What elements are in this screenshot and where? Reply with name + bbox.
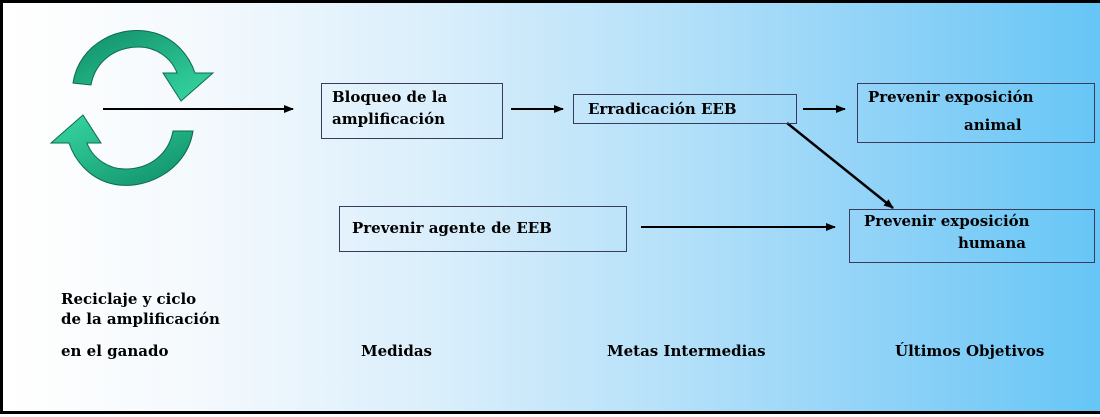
arrow-erradicacion-to-humana <box>786 122 894 209</box>
box-prevenir-humana-line2: humana <box>958 234 1027 252</box>
box-prevenir-exposicion-humana: Prevenir exposición humana <box>849 209 1095 263</box>
diagram-connectors <box>49 29 894 231</box>
caption-reciclaje: Reciclaje y ciclo de la amplificación en… <box>61 289 220 361</box>
caption-reciclaje-line2: de la amplificación <box>61 310 220 328</box>
caption-ultimos-objetivos: Últimos Objetivos <box>895 342 1045 360</box>
recycle-circular-arrows-icon <box>49 29 215 186</box>
box-prevenir-animal-line2: animal <box>964 116 1022 134</box>
box-bloqueo-line1: Bloqueo de la <box>332 88 448 106</box>
box-bloqueo-amplificacion: Bloqueo de la amplificación <box>321 83 503 139</box>
box-prevenir-exposicion-animal: Prevenir exposición animal <box>857 83 1095 143</box>
caption-medidas: Medidas <box>361 342 432 360</box>
box-bloqueo-line2: amplificación <box>332 110 445 128</box>
caption-reciclaje-line3: en el ganado <box>61 342 169 360</box>
box-erradicacion-eeb: Erradicación EEB <box>573 94 797 124</box>
caption-metas-intermedias: Metas Intermedias <box>607 342 766 360</box>
box-prevenir-humana-line1: Prevenir exposición <box>864 212 1030 230</box>
caption-reciclaje-line1: Reciclaje y ciclo <box>61 290 197 308</box>
box-erradicacion-text: Erradicación EEB <box>588 100 737 118</box>
box-prevenir-animal-line1: Prevenir exposición <box>868 88 1034 106</box>
box-prevenir-agente-eeb: Prevenir agente de EEB <box>339 206 627 252</box>
box-prevenir-agente-text: Prevenir agente de EEB <box>352 219 552 237</box>
